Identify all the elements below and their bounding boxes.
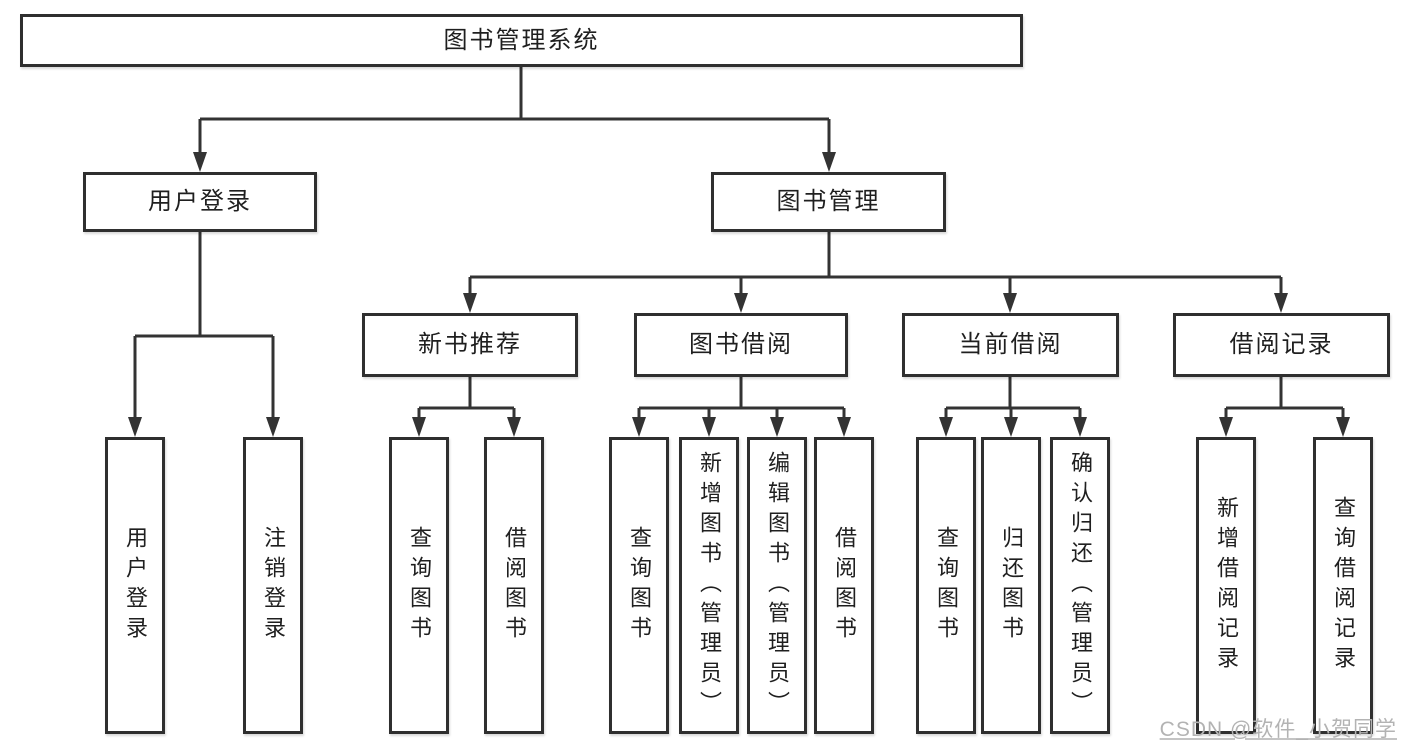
- leaf-borrow-books: 借阅图书: [814, 437, 874, 734]
- csdn-watermark: CSDN @软件_小贺同学: [1159, 718, 1397, 741]
- root-node-label: 图书管理系统: [443, 26, 600, 54]
- node-borrowing-records-label: 借阅记录: [1229, 331, 1334, 358]
- node-book-management-label: 图书管理: [776, 188, 881, 215]
- leaf-logout: 注销登录: [243, 437, 303, 734]
- leaf-edit-books-admin: 编辑图书（管理员）: [747, 437, 807, 734]
- leaf-borrow-books-label: 借阅图书: [832, 525, 857, 646]
- leaf-return-books: 归还图书: [981, 437, 1041, 734]
- leaf-query-borrow-record-label: 查询借阅记录: [1331, 495, 1356, 676]
- node-current-borrowing: 当前借阅: [902, 313, 1119, 377]
- node-new-book-recommendation: 新书推荐: [362, 313, 578, 377]
- leaf-confirm-return-admin-label: 确认归还（管理员）: [1068, 450, 1093, 721]
- leaf-query-books-recommend: 查询图书: [389, 437, 449, 734]
- leaf-add-borrow-record: 新增借阅记录: [1196, 437, 1256, 734]
- leaf-confirm-return-admin: 确认归还（管理员）: [1050, 437, 1110, 734]
- node-new-book-recommendation-label: 新书推荐: [418, 331, 522, 358]
- leaf-query-books-current: 查询图书: [916, 437, 976, 734]
- leaf-query-books-recommend-label: 查询图书: [407, 525, 432, 646]
- node-book-management: 图书管理: [711, 172, 946, 232]
- node-user-login: 用户登录: [83, 172, 317, 232]
- leaf-query-books-current-label: 查询图书: [934, 525, 959, 646]
- node-borrowing-records: 借阅记录: [1173, 313, 1390, 377]
- node-book-borrowing: 图书借阅: [634, 313, 848, 377]
- leaf-add-borrow-record-label: 新增借阅记录: [1214, 495, 1239, 676]
- leaf-logout-label: 注销登录: [261, 525, 286, 646]
- leaf-edit-books-admin-label: 编辑图书（管理员）: [765, 450, 790, 721]
- leaf-return-books-label: 归还图书: [999, 525, 1024, 646]
- node-book-borrowing-label: 图书借阅: [689, 331, 793, 358]
- leaf-add-books-admin: 新增图书（管理员）: [679, 437, 739, 734]
- root-node-library-system: 图书管理系统: [20, 14, 1023, 67]
- leaf-borrow-books-recommend: 借阅图书: [484, 437, 544, 734]
- node-current-borrowing-label: 当前借阅: [958, 331, 1063, 358]
- leaf-user-login-label: 用户登录: [123, 525, 148, 646]
- leaf-query-borrow-record: 查询借阅记录: [1313, 437, 1373, 734]
- leaf-add-books-admin-label: 新增图书（管理员）: [697, 450, 722, 721]
- node-user-login-label: 用户登录: [148, 188, 252, 215]
- leaf-query-books-borrowing-label: 查询图书: [627, 525, 652, 646]
- leaf-query-books-borrowing: 查询图书: [609, 437, 669, 734]
- arrowhead-group: [128, 152, 1350, 437]
- leaf-user-login: 用户登录: [105, 437, 165, 734]
- leaf-borrow-books-recommend-label: 借阅图书: [502, 525, 527, 646]
